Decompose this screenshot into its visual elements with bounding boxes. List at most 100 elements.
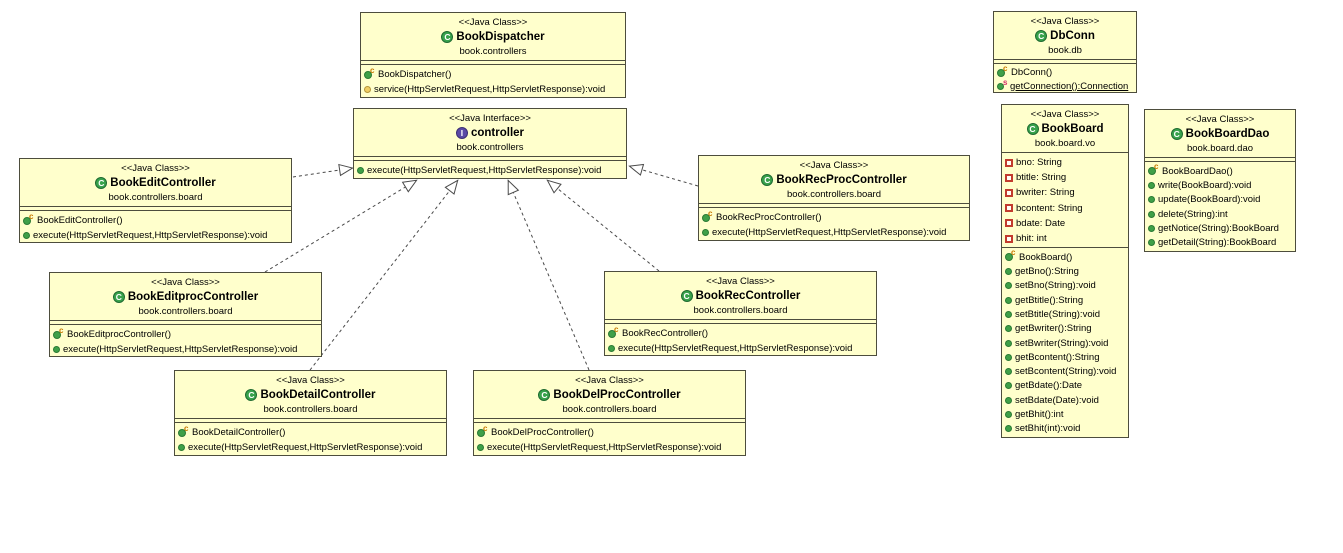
package-name: book.db xyxy=(1048,45,1082,56)
field-row[interactable]: bno: String xyxy=(1002,155,1128,170)
method-row[interactable]: getNotice(String):BookBoard xyxy=(1145,221,1295,235)
method-row[interactable]: execute(HttpServletRequest,HttpServletRe… xyxy=(50,342,321,356)
class-icon xyxy=(441,31,454,43)
method-label: BookBoard() xyxy=(1019,251,1073,263)
field-label: bcontent: String xyxy=(1016,202,1083,214)
class-box-dbconn[interactable]: <<Java Class>> DbConn book.db DbConn()ge… xyxy=(993,11,1137,93)
method-row[interactable]: BookRecProcController() xyxy=(699,209,969,225)
stereotype: <<Java Class>> xyxy=(1185,114,1255,125)
class-name: BookDispatcher xyxy=(456,31,545,43)
class-name: BookEditController xyxy=(110,177,216,189)
constructor-icon xyxy=(608,325,618,338)
field-row[interactable]: bhit: int xyxy=(1002,231,1128,246)
method-row[interactable]: getBcontent():String xyxy=(1002,350,1128,364)
class-header: <<Java Class>> BookBoard book.board.vo xyxy=(1002,105,1128,153)
package-name: book.controllers.board xyxy=(108,192,203,203)
method-icon xyxy=(1148,239,1155,247)
interface-box-controller[interactable]: <<Java Interface>> controller book.contr… xyxy=(353,108,627,179)
stereotype: <<Java Interface>> xyxy=(449,113,531,124)
method-row[interactable]: BookRecController() xyxy=(605,325,876,341)
class-name: BookRecProcController xyxy=(776,174,907,186)
class-box-bookeditcontroller[interactable]: <<Java Class>> BookEditController book.c… xyxy=(19,158,292,243)
method-icon xyxy=(477,444,484,451)
method-row[interactable]: DbConn() xyxy=(994,64,1136,80)
static-icon xyxy=(997,78,1007,90)
field-private-icon xyxy=(1005,188,1013,197)
class-box-bookreccontroller[interactable]: <<Java Class>> BookRecController book.co… xyxy=(604,271,877,356)
field-row[interactable]: btitle: String xyxy=(1002,170,1128,185)
method-row[interactable]: getBdate():Date xyxy=(1002,379,1128,393)
protected-icon xyxy=(364,86,371,93)
method-row[interactable]: BookEditController() xyxy=(20,212,291,228)
class-box-bookdelproccontroller[interactable]: <<Java Class>> BookDelProcController boo… xyxy=(473,370,746,456)
method-row[interactable]: execute(HttpServletRequest,HttpServletRe… xyxy=(474,440,745,455)
constructor-icon xyxy=(477,424,487,437)
method-label: getConnection():Connection xyxy=(1010,80,1129,92)
method-row[interactable]: BookBoardDao() xyxy=(1145,162,1295,178)
method-icon xyxy=(1148,196,1155,204)
method-label: update(BookBoard):void xyxy=(1158,194,1261,206)
field-row[interactable]: bdate: Date xyxy=(1002,216,1128,231)
class-box-bookeditproccontroller[interactable]: <<Java Class>> BookEditprocController bo… xyxy=(49,272,322,357)
method-row[interactable]: execute(HttpServletRequest,HttpServletRe… xyxy=(175,440,446,455)
field-row[interactable]: bwriter: String xyxy=(1002,185,1128,200)
method-icon xyxy=(1148,210,1155,218)
methods-compartment: BookBoard() getBno():StringsetBno(String)… xyxy=(1002,248,1128,437)
method-row[interactable]: setBhit(int):void xyxy=(1002,422,1128,436)
method-row[interactable]: BookDispatcher() xyxy=(361,66,625,82)
method-row[interactable]: setBcontent(String):void xyxy=(1002,365,1128,379)
method-row[interactable]: execute(HttpServletRequest,HttpServletRe… xyxy=(699,225,969,240)
method-row[interactable]: BookBoard() xyxy=(1002,248,1128,264)
class-box-bookdispatcher[interactable]: <<Java Class>> BookDispatcher book.contr… xyxy=(360,12,626,98)
method-row[interactable]: getDetail(String):BookBoard xyxy=(1145,235,1295,249)
method-row[interactable]: write(BookBoard):void xyxy=(1145,178,1295,192)
constructor-icon xyxy=(997,64,1007,77)
class-box-bookdetailcontroller[interactable]: <<Java Class>> BookDetailController book… xyxy=(174,370,447,456)
field-row[interactable]: bcontent: String xyxy=(1002,201,1128,216)
compartment-divider xyxy=(1002,247,1128,249)
method-row[interactable]: setBdate(Date):void xyxy=(1002,393,1128,407)
methods-compartment: BookEditprocController()execute(HttpServ… xyxy=(50,325,321,356)
class-box-bookrecproccontroller[interactable]: <<Java Class>> BookRecProcController boo… xyxy=(698,155,970,241)
method-row[interactable]: getConnection():Connection xyxy=(994,78,1136,93)
method-row[interactable]: getBhit():int xyxy=(1002,407,1128,421)
package-name: book.controllers.board xyxy=(138,306,233,317)
method-row[interactable]: setBwriter(String):void xyxy=(1002,336,1128,350)
empty-attributes-compartment xyxy=(361,61,625,65)
class-box-bookboard[interactable]: <<Java Class>> BookBoard book.board.vo b… xyxy=(1001,104,1129,438)
method-icon xyxy=(1005,310,1012,318)
realization-connector-BookDelProcController xyxy=(507,179,590,371)
method-label: BookDispatcher() xyxy=(378,69,452,80)
empty-attributes-compartment xyxy=(175,419,446,423)
method-row[interactable]: getBwriter():String xyxy=(1002,322,1128,336)
method-label: BookDetailController() xyxy=(192,427,286,438)
method-row[interactable]: setBtitle(String):void xyxy=(1002,307,1128,321)
method-row[interactable]: BookEditprocController() xyxy=(50,326,321,342)
method-row[interactable]: setBno(String):void xyxy=(1002,279,1128,293)
class-name: BookRecController xyxy=(695,290,801,302)
field-label: bhit: int xyxy=(1016,233,1047,245)
method-row[interactable]: delete(String):int xyxy=(1145,207,1295,221)
method-row[interactable]: execute(HttpServletRequest,HttpServletRe… xyxy=(354,163,626,178)
class-icon xyxy=(1026,123,1039,135)
field-label: bno: String xyxy=(1016,157,1062,169)
package-name: book.controllers xyxy=(459,46,527,57)
method-row[interactable]: execute(HttpServletRequest,HttpServletRe… xyxy=(605,341,876,355)
method-icon xyxy=(1005,282,1012,290)
method-label: setBdate(Date):void xyxy=(1015,394,1099,406)
method-row[interactable]: BookDelProcController() xyxy=(474,424,745,440)
class-box-bookboarddao[interactable]: <<Java Class>> BookBoardDao book.board.d… xyxy=(1144,109,1296,252)
method-label: getBno():String xyxy=(1015,266,1079,278)
method-row[interactable]: BookDetailController() xyxy=(175,424,446,440)
method-row[interactable]: getBtitle():String xyxy=(1002,293,1128,307)
stereotype: <<Java Class>> xyxy=(458,17,528,28)
package-name: book.controllers.board xyxy=(263,404,358,415)
method-row[interactable]: getBno():String xyxy=(1002,264,1128,278)
method-row[interactable]: execute(HttpServletRequest,HttpServletRe… xyxy=(20,228,291,242)
method-icon xyxy=(1005,325,1012,333)
class-name: controller xyxy=(470,127,525,139)
method-row[interactable]: update(BookBoard):void xyxy=(1145,193,1295,207)
method-row[interactable]: service(HttpServletRequest,HttpServletRe… xyxy=(361,82,625,97)
method-label: delete(String):int xyxy=(1158,208,1228,220)
